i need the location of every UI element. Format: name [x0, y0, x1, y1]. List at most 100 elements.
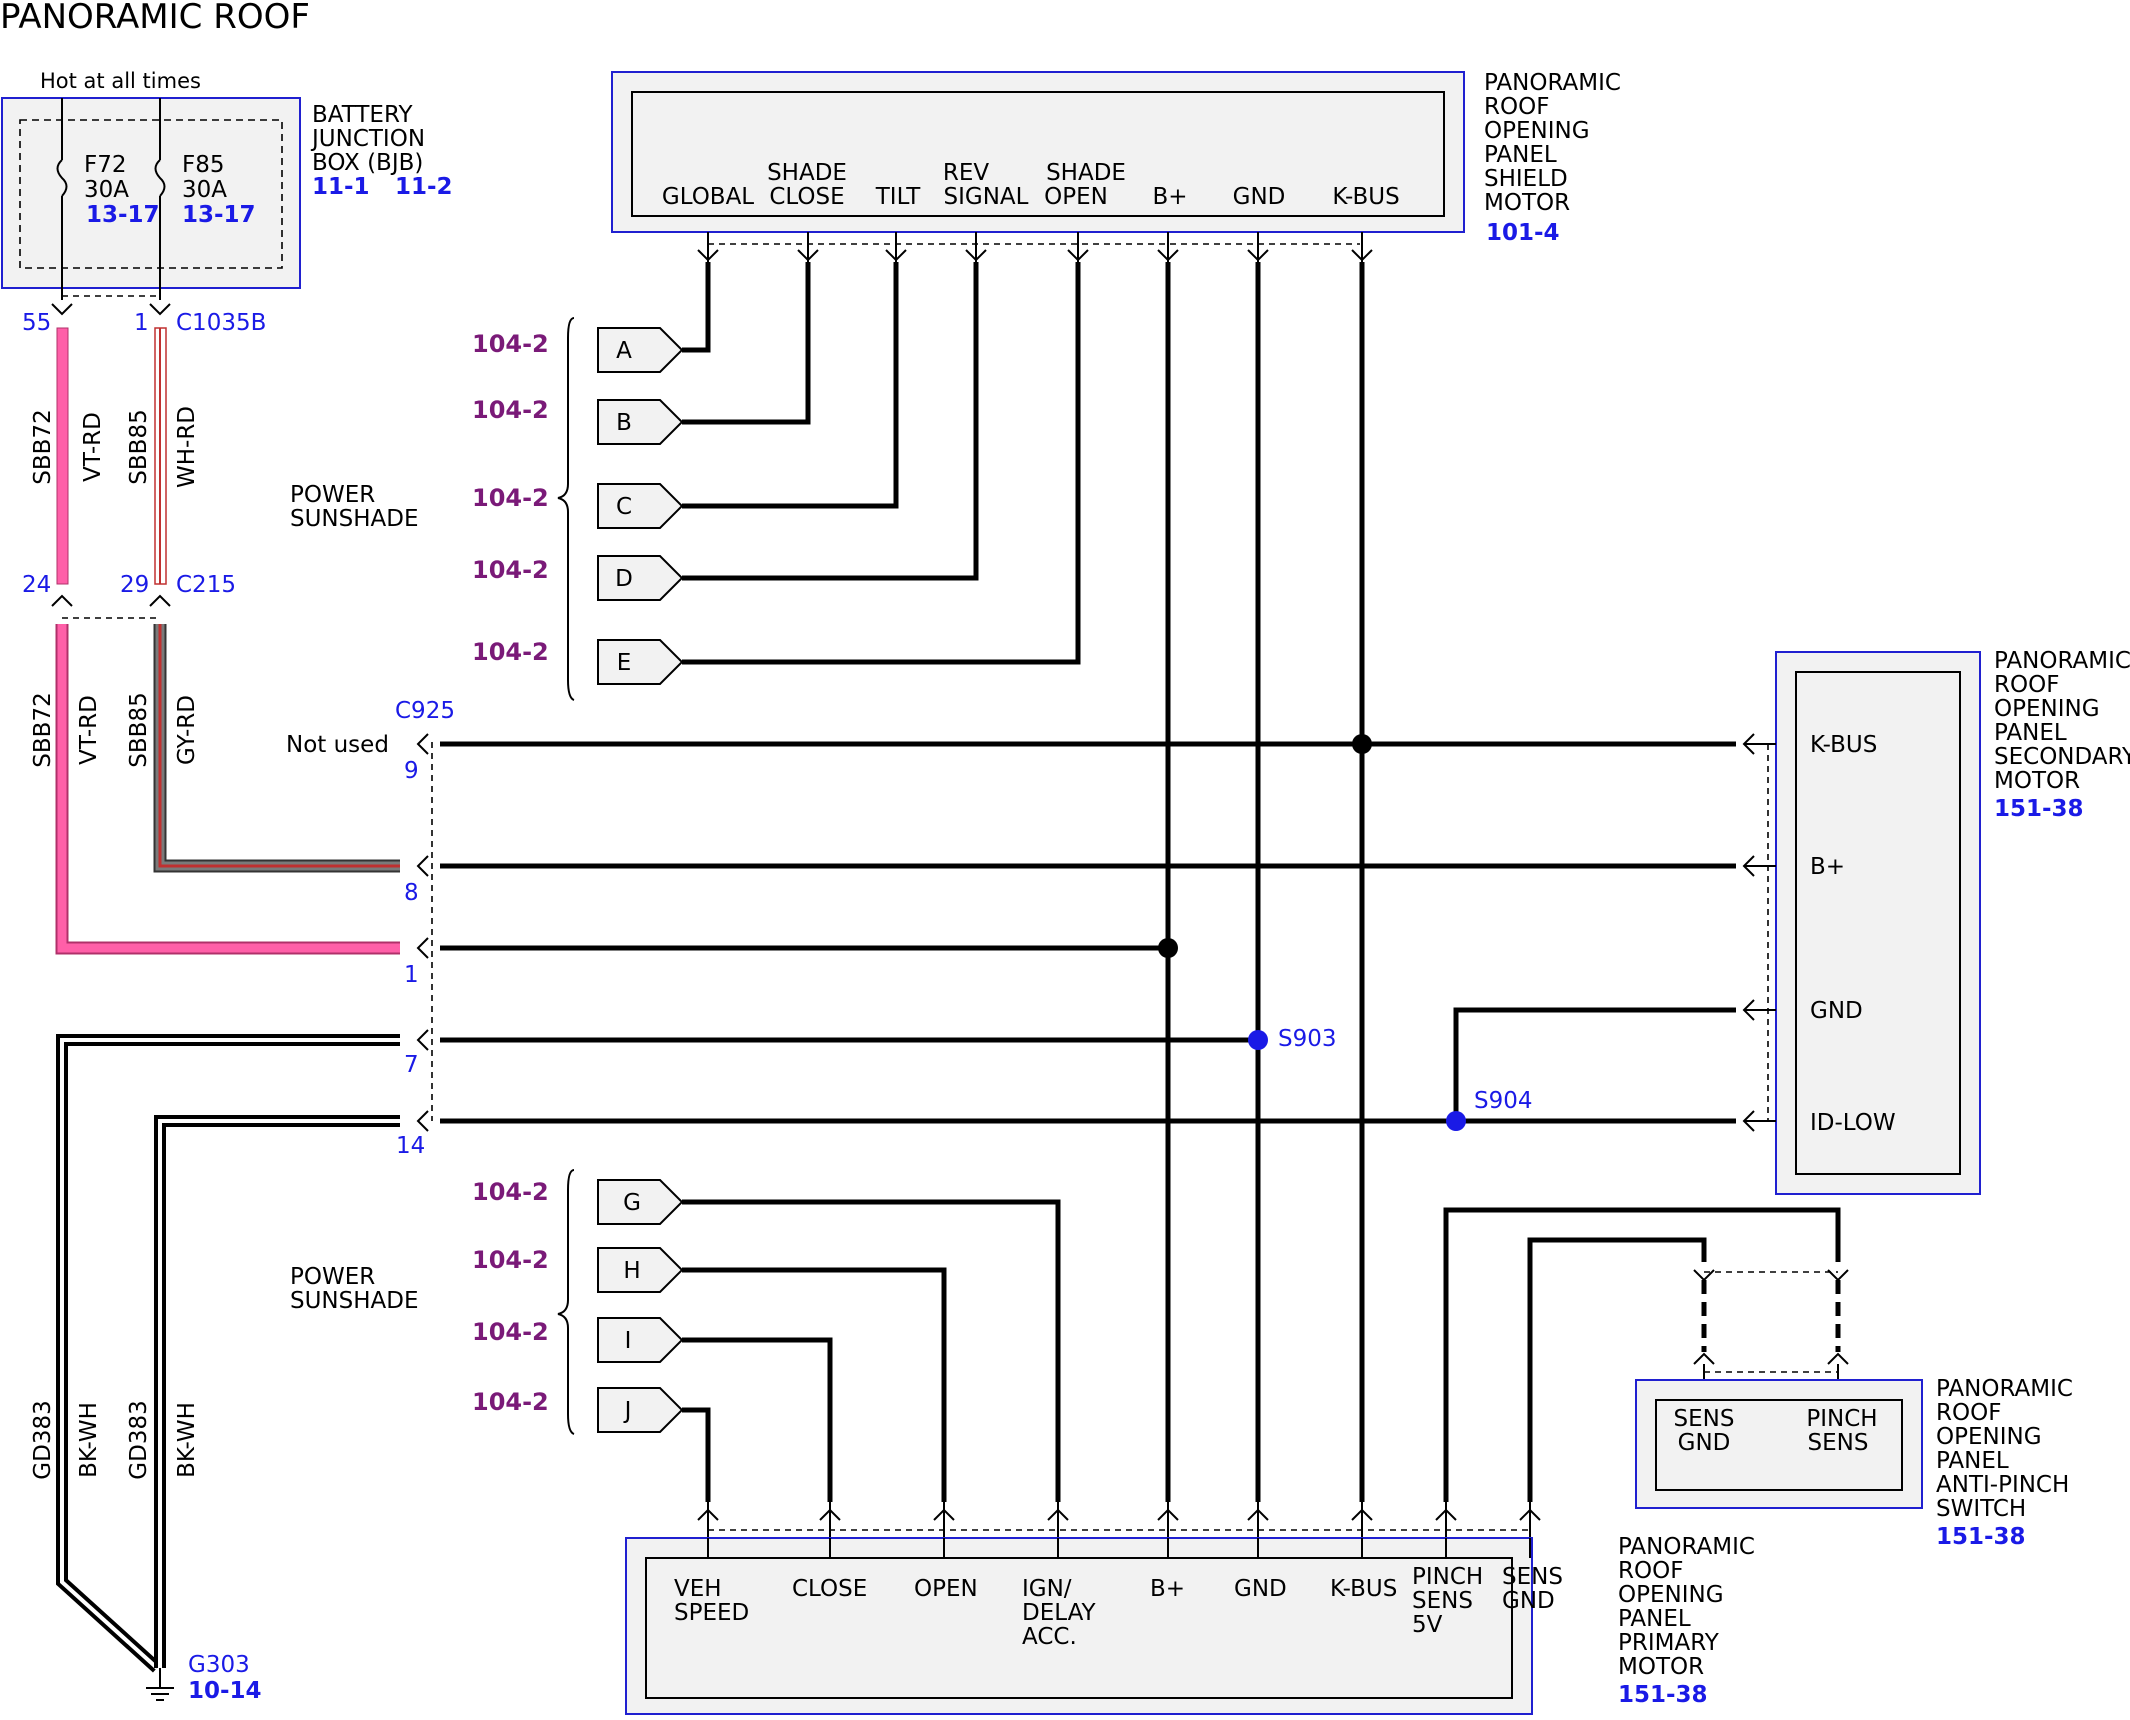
shield-motor-pin-terminals	[697, 232, 1373, 262]
primary-pin-ign-2: DELAY	[1022, 1600, 1097, 1626]
secondary-motor-body	[1795, 671, 1961, 1175]
shield-pin-tilt: TILT	[875, 184, 921, 210]
primary-pin-veh-speed-2: SPEED	[674, 1600, 749, 1626]
secondary-motor-ref: 151-38	[1994, 796, 2084, 822]
primary-pin-pinch-sens-2: SENS	[1412, 1588, 1473, 1614]
antipinch-switch: SENS GND PINCH SENS PANORAMIC ROOF OPENI…	[1635, 1269, 2073, 1550]
antipinch-lower-term-2-icon	[1827, 1352, 1849, 1365]
shield-pin-k-bus: K-BUS	[1332, 184, 1399, 210]
power-sunshade-top: POWER SUNSHADE 104-2 A 104-2 B 104-2 C 1…	[290, 317, 684, 701]
primary-pin-pinch-sens-1: PINCH	[1412, 1564, 1483, 1590]
tag-a-ref: 104-2	[472, 330, 549, 358]
circuit-sbb85-upper: SBB85	[126, 409, 152, 484]
bjb-ref1: 11-1	[312, 174, 370, 200]
secondary-motor-name-1: PANORAMIC	[1994, 648, 2130, 674]
tag-h-ref: 104-2	[472, 1246, 549, 1274]
shield-pin-shade-close-2: CLOSE	[769, 184, 844, 210]
antipinch-name-6: SWITCH	[1936, 1496, 2026, 1522]
bus-wires	[1165, 262, 1365, 1502]
primary-pin-k-bus: K-BUS	[1330, 1576, 1397, 1602]
secondary-pin-b-plus: B+	[1810, 854, 1845, 880]
secondary-pin-gnd: GND	[1810, 998, 1863, 1024]
fuse-f85-name: F85	[182, 152, 225, 178]
shield-pin-shade-open-1: SHADE	[1046, 160, 1126, 186]
fuse-f85-rating: 30A	[182, 177, 227, 203]
secondary-motor: K-BUS B+ GND ID-LOW PANORAMIC ROOF OPENI…	[1742, 648, 2130, 1195]
fuse-f72-rating: 30A	[84, 177, 129, 203]
antipinch-lower-term-1-icon	[1693, 1352, 1715, 1365]
circuit-sbb85-lower: SBB85	[126, 692, 152, 767]
primary-motor-name-3: OPENING	[1618, 1582, 1724, 1608]
shield-motor-name-1: PANORAMIC	[1484, 70, 1621, 96]
c215-pin24-icon	[51, 594, 73, 607]
c925-pin8: 8	[404, 880, 419, 906]
wire-color-bk-wh-b: BK-WH	[174, 1402, 200, 1478]
shield-motor-ref: 101-4	[1486, 220, 1560, 246]
tag-b	[597, 399, 684, 445]
fuse-f72-icon	[56, 159, 68, 197]
primary-pin-sens-gnd-1: SENS	[1502, 1564, 1563, 1590]
c215-pin24: 24	[22, 572, 51, 598]
diagram-title: PANORAMIC ROOF	[0, 0, 310, 37]
tag-c-ref: 104-2	[472, 484, 549, 512]
bjb-name-line3: BOX (BJB)	[312, 150, 423, 176]
tag-g-ref: 104-2	[472, 1178, 549, 1206]
shield-motor-body	[631, 91, 1445, 217]
fuse-f72-ref: 13-17	[86, 202, 160, 228]
power-sunshade-top-2: SUNSHADE	[290, 506, 419, 532]
bjb-ref2: 11-2	[395, 174, 453, 200]
secondary-motor-name-2: ROOF	[1994, 672, 2059, 698]
shield-pin-rev-signal-1: REV	[943, 160, 990, 186]
tag-d	[597, 555, 684, 601]
c925-pin7: 7	[404, 1052, 419, 1078]
shield-pin-global: GLOBAL	[662, 184, 754, 210]
fuse-f85-ref: 13-17	[182, 202, 256, 228]
primary-pin-gnd: GND	[1234, 1576, 1287, 1602]
bjb-outline	[1, 97, 301, 289]
bplus-splice-dot	[1158, 938, 1178, 958]
c925-pin1: 1	[404, 962, 419, 988]
connector-c215: 24 29 C215	[22, 572, 236, 619]
primary-motor-name-2: ROOF	[1618, 1558, 1683, 1584]
c925-pin1-icon	[416, 937, 429, 959]
c215-pin29: 29	[120, 572, 149, 598]
antipinch-pin-pinch-sens-1: PINCH	[1806, 1406, 1877, 1432]
shield-pin-rev-signal-2: SIGNAL	[944, 184, 1029, 210]
power-sunshade-bottom-2: SUNSHADE	[290, 1288, 419, 1314]
antipinch-pin-sens-gnd-1: SENS	[1674, 1406, 1735, 1432]
tag-h-letter: H	[623, 1258, 640, 1284]
shield-pin-shade-close-1: SHADE	[767, 160, 847, 186]
secondary-motor-name-6: MOTOR	[1994, 768, 2080, 794]
harness-lower: SBB72 VT-RD SBB85 GY-RD	[30, 624, 400, 955]
primary-motor-body	[645, 1557, 1513, 1699]
antipinch-pin-pinch-sens-2: SENS	[1808, 1430, 1869, 1456]
connector-c925: C925 Not used 9 8 1 7 14	[286, 698, 455, 1159]
tag-j-letter: J	[623, 1398, 632, 1424]
primary-motor: VEH SPEED CLOSE OPEN IGN/ DELAY ACC. B+ …	[625, 1502, 1755, 1715]
tag-e-ref: 104-2	[472, 638, 549, 666]
ground-ref: 10-14	[188, 1678, 262, 1704]
shield-motor-name-4: PANEL	[1484, 142, 1557, 168]
tag-c-letter: C	[616, 494, 632, 520]
secondary-motor-name-3: OPENING	[1994, 696, 2100, 722]
tag-e	[597, 639, 684, 685]
secondary-bplus-terminal-icon	[1742, 855, 1776, 877]
shield-motor-name-6: MOTOR	[1484, 190, 1570, 216]
primary-motor-name-1: PANORAMIC	[1618, 1534, 1755, 1560]
tag-g-letter: G	[623, 1190, 641, 1216]
tag-e-letter: E	[617, 650, 632, 676]
battery-junction-box: Hot at all times BATTERY JUNCTION BOX (B…	[1, 69, 453, 300]
c925-pin9-icon	[416, 733, 429, 755]
tag-c	[597, 483, 684, 529]
tag-i-ref: 104-2	[472, 1318, 549, 1346]
antipinch-name-1: PANORAMIC	[1936, 1376, 2073, 1402]
c1035b-pin55-icon	[51, 303, 73, 316]
secondary-pin-id-low: ID-LOW	[1810, 1110, 1896, 1136]
primary-signal-wires	[682, 1199, 1841, 1502]
wire-color-vt-rd-upper: VT-RD	[80, 412, 106, 482]
wire-color-gy-rd: GY-RD	[174, 695, 200, 765]
wire-color-bk-wh-a: BK-WH	[76, 1402, 102, 1478]
shield-pin-shade-open-2: OPEN	[1044, 184, 1108, 210]
primary-motor-name-6: MOTOR	[1618, 1654, 1704, 1680]
tag-b-letter: B	[616, 410, 632, 436]
